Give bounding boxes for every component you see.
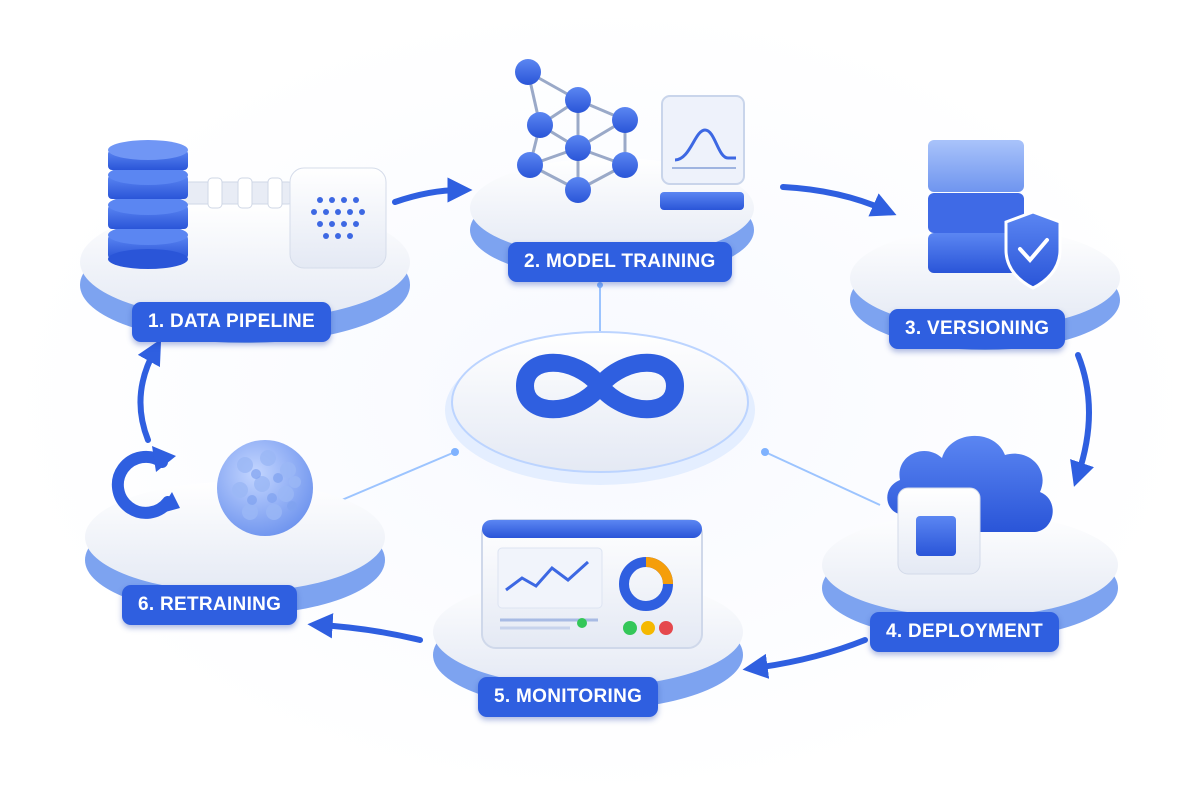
- connector-line: [329, 451, 456, 506]
- connector-dot: [761, 448, 769, 456]
- arrow-3-to-4: [1070, 352, 1094, 487]
- sensor-dots: [311, 197, 365, 239]
- connector-line: [764, 451, 881, 506]
- cycle-arrows: [137, 177, 1094, 679]
- connector-dot: [451, 448, 459, 456]
- database-pipeline-icon: [108, 140, 387, 269]
- connector-dot: [597, 282, 603, 288]
- arrow-4-to-5: [742, 637, 868, 679]
- chart-monitor-icon: [660, 95, 745, 210]
- infinity-loop-icon: [516, 353, 684, 419]
- center-platform: [445, 331, 755, 485]
- stage-deployment: [822, 435, 1118, 640]
- neural-network-icon: [515, 59, 638, 203]
- stage-label-monitoring: 5. MONITORING: [478, 677, 659, 717]
- arrow-2-to-3: [780, 184, 897, 217]
- stage-label-deployment: 4. DEPLOYMENT: [870, 612, 1059, 652]
- refresh-brain-icon: [111, 440, 313, 536]
- cloud-cube-icon: [887, 435, 1053, 575]
- arrow-1-to-2: [392, 177, 473, 205]
- arrow-5-to-6: [307, 613, 423, 643]
- stage-label-data-pipeline: 1. DATA PIPELINE: [132, 302, 332, 342]
- stage-retraining: [85, 440, 385, 615]
- stage-label-versioning: 3. VERSIONING: [889, 309, 1066, 349]
- status-light-red-icon: [659, 621, 673, 635]
- arrow-6-to-1: [137, 338, 162, 443]
- dashboard-icon: [481, 519, 703, 649]
- stage-label-retraining: 6. RETRAINING: [122, 585, 298, 625]
- status-light-green-icon: [623, 621, 637, 635]
- stage-label-model-training: 2. MODEL TRAINING: [508, 242, 732, 282]
- status-light-green-icon: [577, 618, 587, 628]
- stage-monitoring: [433, 519, 743, 710]
- stacked-blocks-shield-icon: [928, 140, 1062, 290]
- status-light-yellow-icon: [641, 621, 655, 635]
